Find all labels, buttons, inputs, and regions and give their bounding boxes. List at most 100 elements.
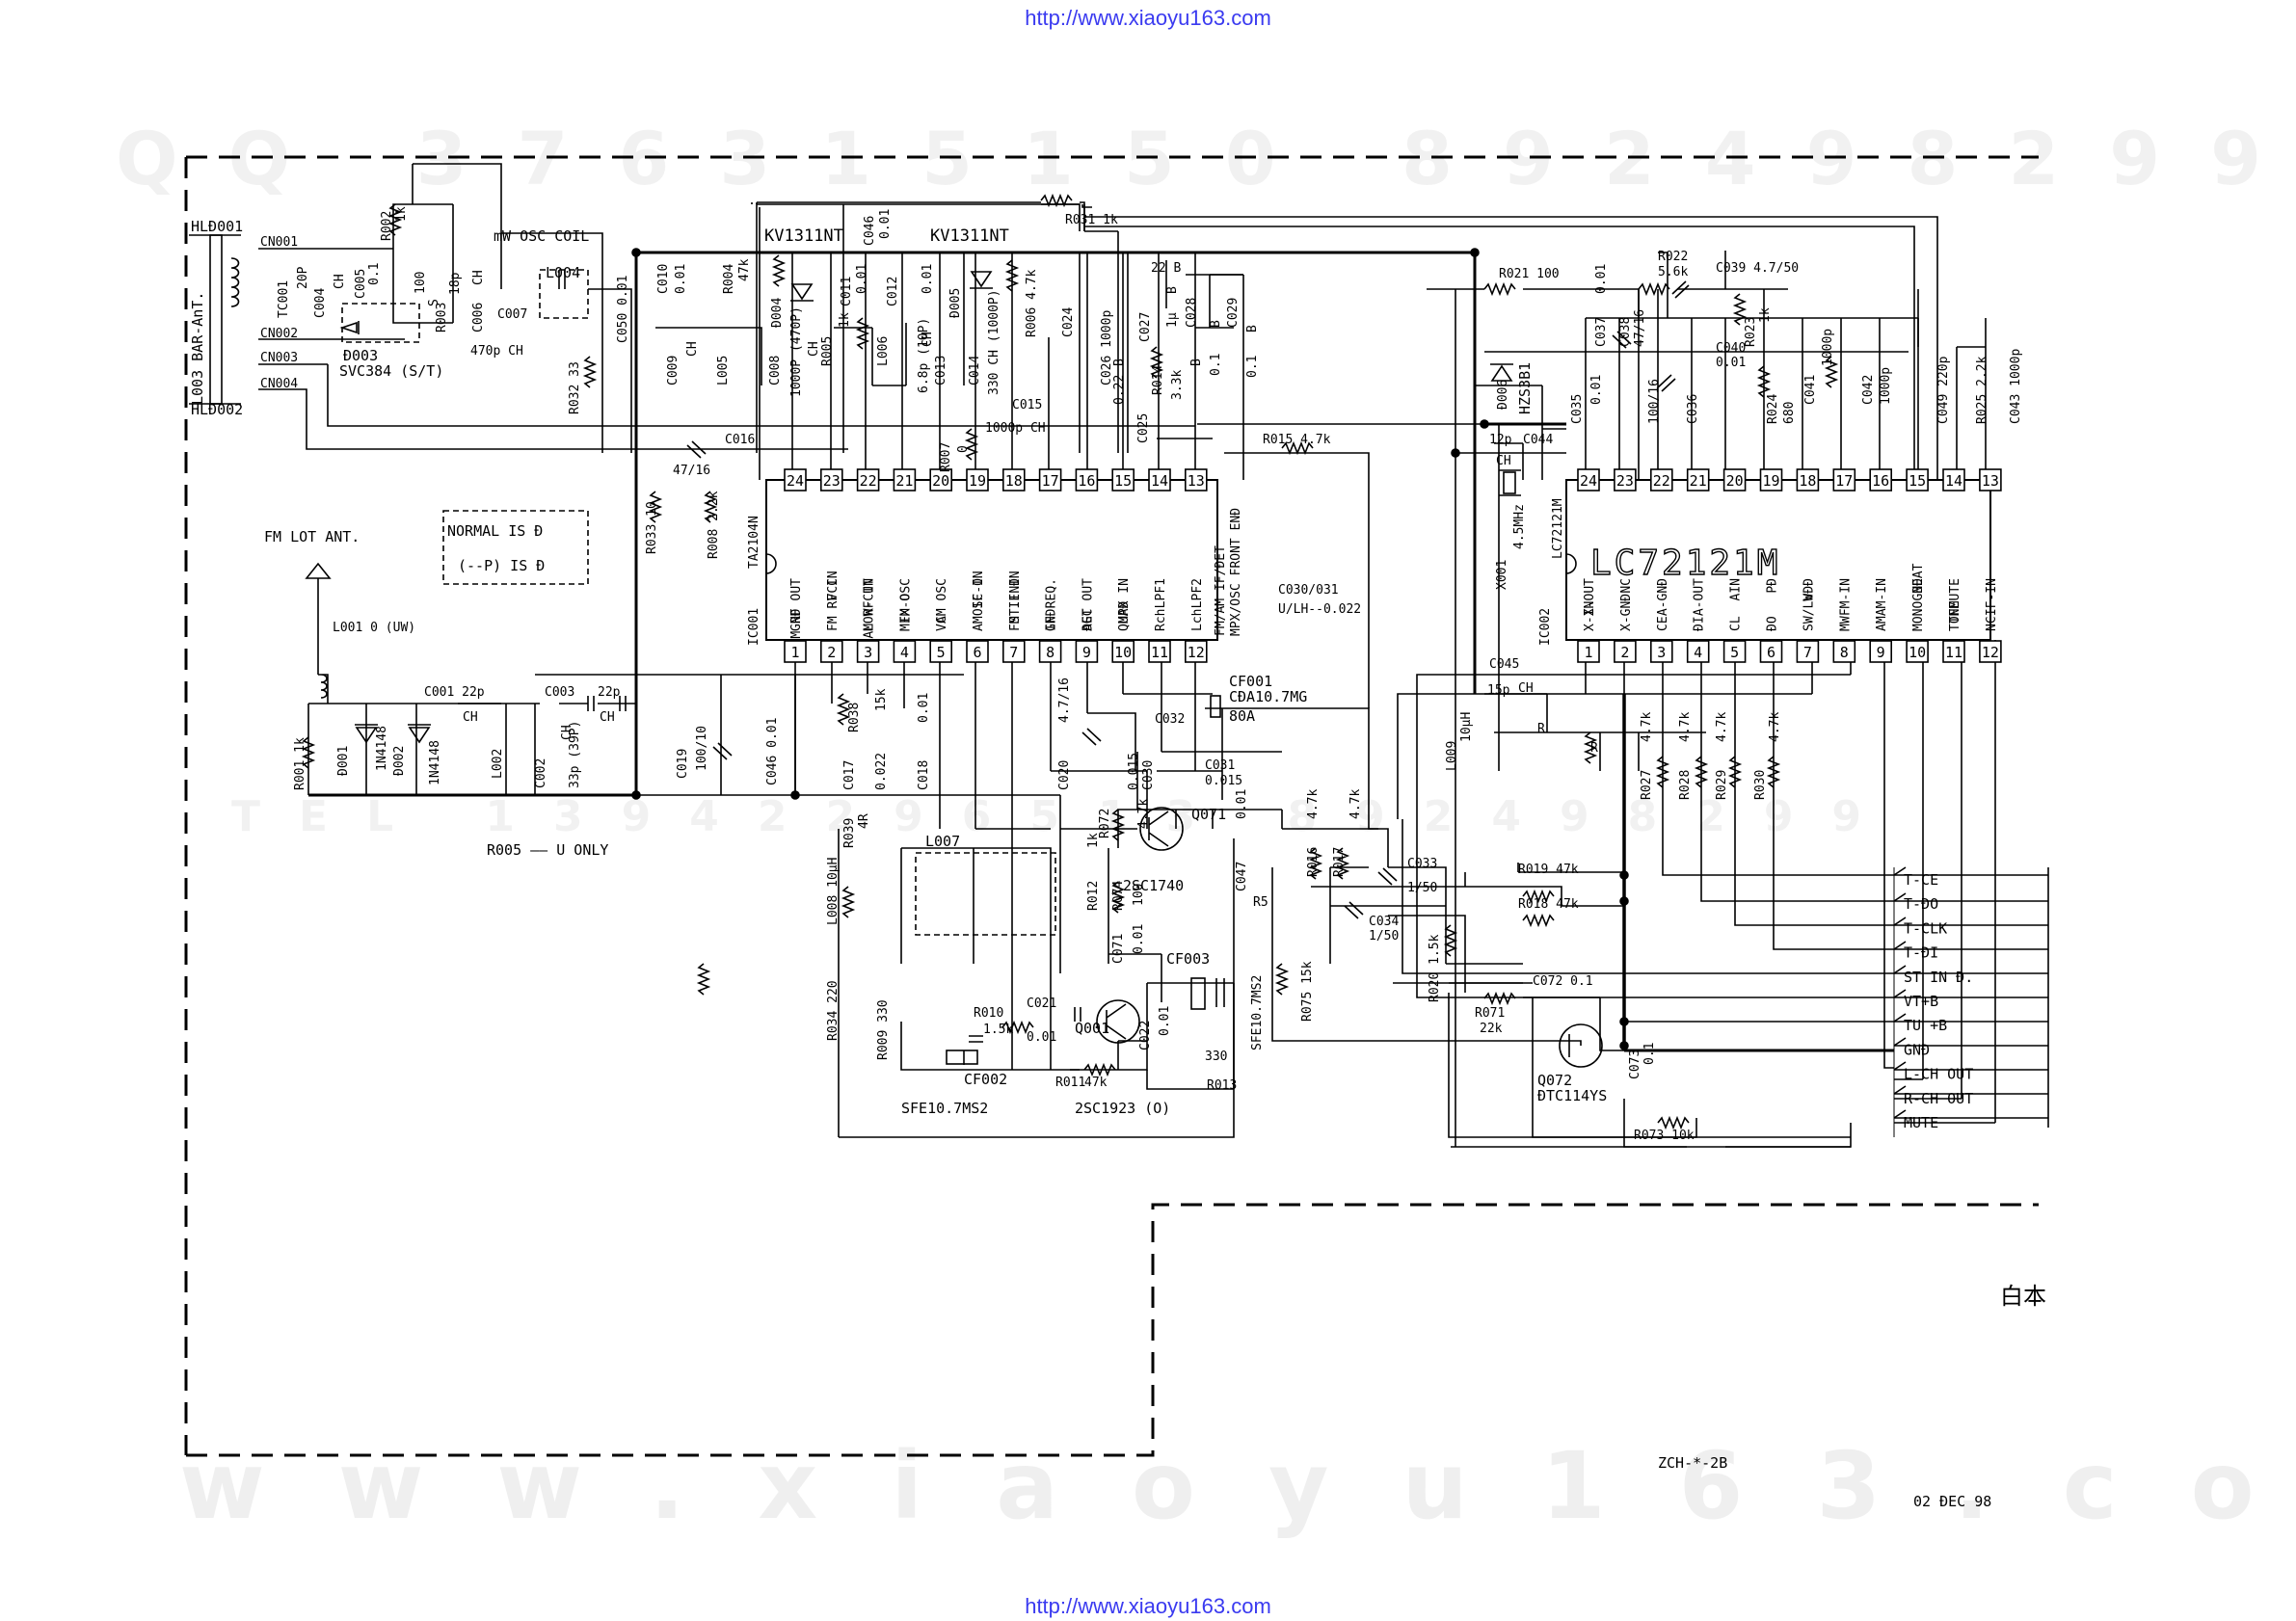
label-cf001: CF001 [1229,673,1272,690]
label-c025: C025 [1136,413,1151,443]
label-c028v: 0.1 [1209,354,1223,376]
label-r039v: 4R [857,813,871,829]
pin-box [1075,468,1099,492]
label-r003v: 18p [448,272,463,295]
pin-number: 13 [1188,472,1205,490]
pin-box [784,640,807,663]
pin-label: MONO BEAT [1911,563,1926,631]
label-c032: C032 [1155,712,1185,727]
c038-cap [1612,331,1632,349]
pin-label: FM OSC [898,578,913,624]
r025-resistor [1824,356,1839,388]
pin-number: 20 [1726,472,1744,490]
label-c033: C033 [1407,857,1437,871]
connector-l-ch-out: L-CH OUT [1904,1066,1973,1083]
label-c011: C011 [840,277,854,306]
pin-number: 8 [1046,644,1055,661]
pin-label: PÐ [1766,578,1780,594]
r022-resistor [1638,281,1670,297]
label-ch1: CH [333,274,347,289]
r015-resistor [1281,440,1314,456]
pin-label: FM RF IN [826,571,841,631]
label-ch8: CH [463,710,478,725]
label-r003: R003 [435,303,449,332]
label-c027v: 22 B [1151,261,1181,276]
c034-cap [1344,901,1364,919]
c020-cap [1081,728,1102,746]
label-r019: R019 47k [1518,863,1579,877]
pin-8: 8 MW [1832,616,1856,663]
label-x001v: 4.5MHz [1512,504,1527,549]
label-c045v: 15p [1487,683,1510,698]
r002-resistor [387,203,403,236]
d004-diode [790,283,814,302]
r072-resistor [1110,809,1126,841]
label-hld002: HLÐ002 [191,401,243,418]
c016-cap [686,440,707,459]
label-c011v: 0.01 [855,264,869,294]
board-outline-bottom [186,1203,2039,1457]
r019-resistor [1522,889,1555,904]
pin-number: 8 [1840,644,1849,661]
r001-resistor [301,736,316,769]
pin-number: 24 [1580,472,1597,490]
label-c050: C050 0.01 [616,276,630,343]
pin-box [1002,640,1026,663]
pin-7: 7SW/LW [1796,594,1820,663]
label-l100: 100 [414,272,428,294]
pin-box [1038,640,1062,663]
label-c20p: 20P [296,266,310,289]
pin-label: MW [1838,616,1853,631]
r016-r017-resistors [1308,847,1350,880]
label-d003: Ð003 [343,347,378,364]
label-c022v: 0.01 [1158,1006,1172,1036]
label-sfe1: SFE10.7MS2 [1250,975,1265,1050]
pin-label: NC [1985,616,1999,631]
r020-resistor [1443,924,1458,957]
pin-box [1942,640,1965,663]
pin-6: 6ÐO [1759,616,1783,663]
label-ic002-part-small: LC72121M [1551,498,1565,559]
label-r072: R072 [1098,809,1112,838]
label-c034v: 1/50 [1369,929,1399,943]
label-c049: C049 220p [1936,356,1951,424]
pin-box [819,640,843,663]
source-url-top[interactable]: http://www.xiaoyu163.com [1025,6,1271,30]
label-c008: C008 [768,356,783,385]
label-r004v: 47k [737,258,752,281]
source-url-bottom[interactable]: http://www.xiaoyu163.com [1025,1594,1271,1618]
pin-box [1185,640,1208,663]
label-r017: R017 [1332,847,1347,877]
label-ic002-ref: IC002 [1538,608,1553,646]
pin-number: 15 [1114,472,1132,490]
label-c036v: 100/16 [1647,379,1662,424]
label-hld001: HLÐ001 [191,218,243,235]
connector-t-do: T-ÐO [1904,895,1938,913]
label-c071v: 0.01 [1132,924,1146,954]
label-c041v: 1000p [1821,329,1835,366]
label-c028: C028 [1185,298,1199,328]
r-resistor [1583,731,1598,764]
label-cn001: CN001 [260,235,298,250]
label-c013v: 6.8p (10P) [917,318,931,393]
label-c073: C073 [1628,1050,1642,1079]
r073-resistor [1657,1115,1690,1130]
label-r016v: 4.7k [1306,789,1321,819]
pin-2: 2FM RF IN [819,571,843,663]
l004-coil-box [539,269,589,319]
pin-box [1906,468,1929,492]
label-c041: C041 [1803,375,1818,405]
label-c027u: 1μ [1165,312,1180,328]
d002-diode [408,724,431,744]
pin-box [1979,640,2002,663]
pin-label: Rch [1154,609,1168,631]
pin-number: 5 [1730,644,1739,661]
pin-box [856,468,880,492]
label-r027v: 4.7k [1640,712,1654,742]
pin-22: 22A-GNÐ [1650,468,1673,616]
